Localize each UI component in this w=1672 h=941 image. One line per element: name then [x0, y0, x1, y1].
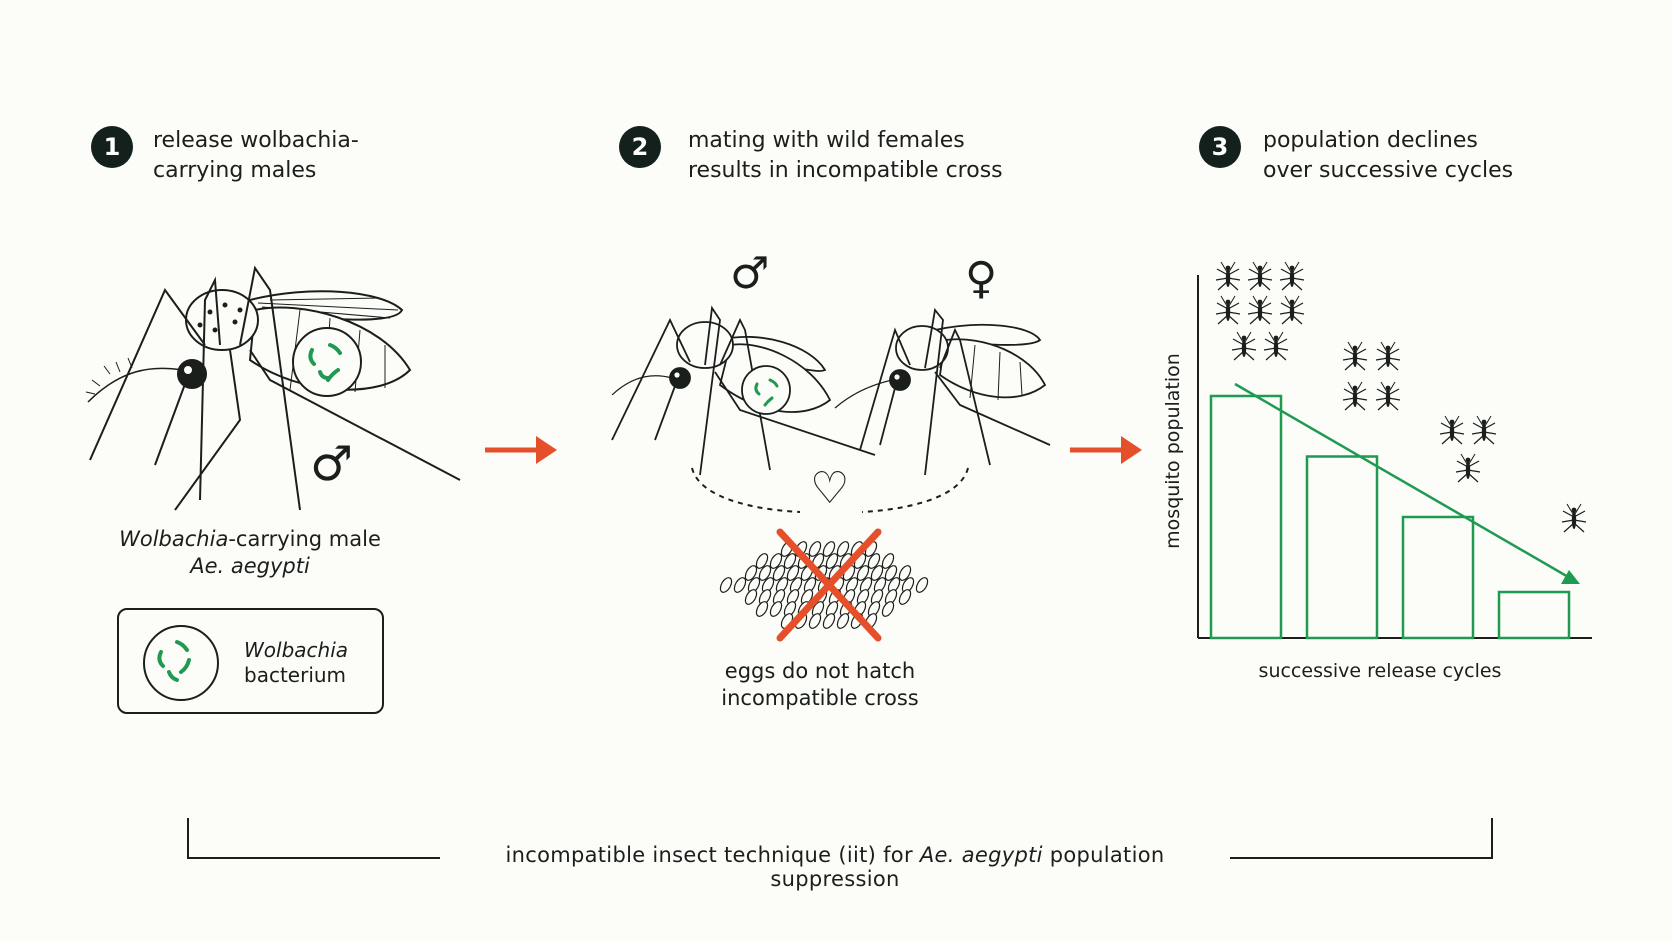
eggs-caption-line-1: eggs do not hatch — [724, 659, 916, 683]
male-caption: Wolbachia-carrying male Ae. aegypti — [100, 526, 400, 580]
egg — [755, 601, 769, 617]
x-axis-label: successive release cycles — [1258, 660, 1502, 682]
egg — [867, 553, 881, 569]
trend-arrowhead — [1561, 570, 1580, 584]
trend-arrow — [1234, 382, 1571, 580]
mosquito-icon — [1247, 295, 1273, 325]
egg — [836, 541, 850, 557]
bacterium-icon — [157, 640, 191, 682]
egg — [719, 577, 733, 593]
step-3-badge: 3 — [1199, 126, 1241, 168]
footer-prefix: incompatible insect technique (iit) for — [505, 843, 920, 867]
eggs-caption-line-2: incompatible cross — [721, 686, 919, 710]
mosquito-icon — [1215, 261, 1241, 291]
population-chart — [1197, 261, 1592, 640]
eggs-caption: eggs do not hatch incompatible cross — [670, 658, 970, 712]
large-male-mosquito — [85, 265, 461, 511]
bar-cycle-2 — [1305, 455, 1379, 640]
mosquito-icon — [1342, 381, 1368, 411]
egg — [808, 541, 822, 557]
footer-title: incompatible insect technique (iit) for … — [440, 843, 1230, 891]
wild-female-mosquito — [834, 307, 1051, 476]
mosquito-icon — [1561, 503, 1587, 533]
mosquito-icon — [1215, 295, 1241, 325]
legend-line-1: Wolbachia — [244, 638, 349, 662]
dashed-mating-line-right — [861, 467, 969, 513]
egg — [772, 565, 786, 581]
step-1-badge: 1 — [91, 126, 133, 168]
cross-out-icon — [776, 528, 882, 642]
egg — [822, 541, 836, 557]
wolbachia-in-male — [308, 343, 342, 382]
egg — [769, 601, 783, 617]
mosquito-icon — [1471, 415, 1497, 445]
wolbachia-legend: Wolbachia bacterium — [117, 608, 384, 714]
footer-suffix: population suppression — [770, 843, 1165, 891]
arrow-1-to-2 — [485, 436, 557, 464]
caption-carrying-male: -carrying male — [228, 527, 381, 551]
mosquito-icon — [1247, 261, 1273, 291]
male-symbol-panel2: ♂ — [730, 248, 769, 299]
egg — [744, 589, 758, 605]
male-symbol-panel1: ♂ — [310, 436, 353, 492]
wolbachia-in-male-small — [754, 378, 779, 407]
mosquito-icon — [1439, 415, 1465, 445]
mosquito-icon — [1342, 341, 1368, 371]
footer-species: Ae. aegypti — [919, 843, 1043, 867]
bar-cycle-3 — [1401, 515, 1475, 640]
egg — [836, 613, 850, 629]
egg — [744, 565, 758, 581]
mosquito-icon — [1375, 341, 1401, 371]
egg — [915, 577, 929, 593]
heart-icon: ♡ — [810, 463, 849, 514]
egg — [808, 613, 822, 629]
mosquito-icon — [1455, 453, 1481, 483]
egg — [898, 565, 912, 581]
egg — [822, 613, 836, 629]
step-1-text: release wolbachia- carrying males — [153, 128, 359, 183]
egg — [856, 565, 870, 581]
step-2-badge: 2 — [619, 126, 661, 168]
legend-line-2: bacterium — [244, 663, 347, 687]
mosquito-icon — [1263, 331, 1289, 361]
egg — [769, 553, 783, 569]
step-2-text: mating with wild females results in inco… — [688, 128, 1003, 183]
egg — [733, 577, 747, 593]
bar-cycle-4 — [1497, 590, 1571, 640]
step-3-text: population declines over successive cycl… — [1263, 128, 1514, 183]
bar-cycle-1 — [1209, 394, 1283, 640]
dashed-mating-line-left — [691, 467, 801, 513]
wolbachia-male-mosquito — [611, 305, 876, 476]
egg — [786, 565, 800, 581]
legend-label: Wolbachia bacterium — [244, 638, 348, 688]
mosquito-icon — [1279, 295, 1305, 325]
egg-cluster — [719, 541, 929, 629]
caption-species: Ae. aegypti — [190, 554, 310, 578]
mosquito-icon — [1231, 331, 1257, 361]
caption-wolbachia: Wolbachia — [119, 527, 229, 551]
female-symbol-panel2: ♀ — [965, 253, 997, 304]
egg — [870, 565, 884, 581]
egg — [758, 565, 772, 581]
egg — [825, 553, 839, 569]
mosquito-icon — [1375, 381, 1401, 411]
arrow-2-to-3 — [1070, 436, 1142, 464]
egg — [755, 553, 769, 569]
egg — [783, 553, 797, 569]
y-axis-label: mosquito population — [1162, 353, 1184, 549]
egg — [898, 589, 912, 605]
mosquito-icon — [1279, 261, 1305, 291]
egg — [881, 601, 895, 617]
egg — [881, 553, 895, 569]
egg — [884, 565, 898, 581]
